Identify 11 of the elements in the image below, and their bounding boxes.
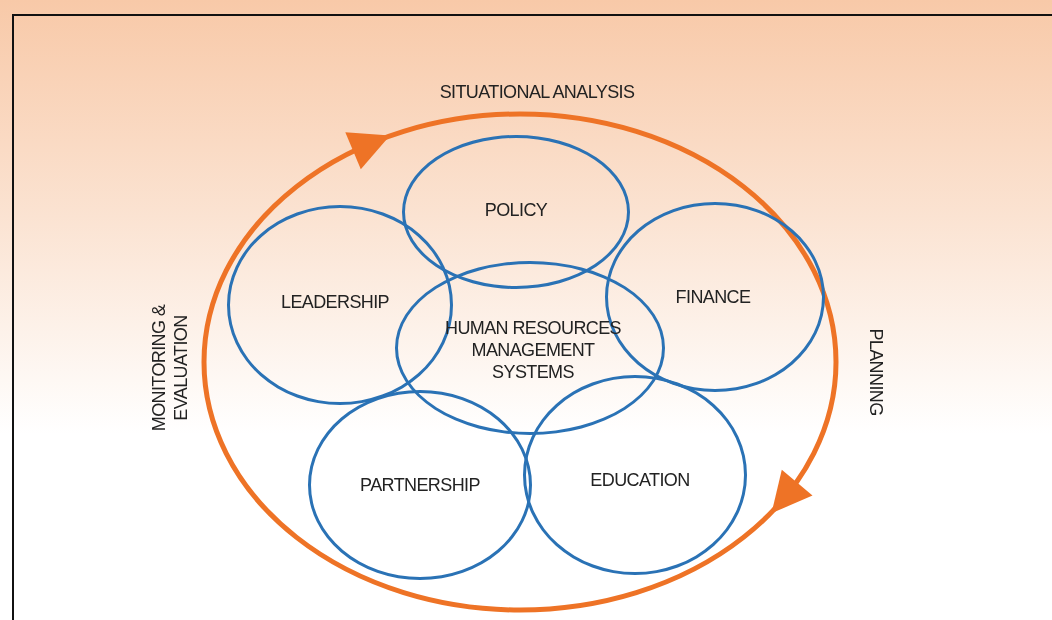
ellipse bbox=[402, 135, 630, 289]
ellipse bbox=[308, 390, 532, 580]
stage-label: PLANNING bbox=[865, 327, 887, 418]
ellipse-label: FINANCE bbox=[674, 286, 752, 308]
stage-label: SITUATIONAL ANALYSIS bbox=[438, 81, 636, 104]
ellipse-label: EDUCATION bbox=[589, 469, 691, 491]
ellipse-label: LEADERSHIP bbox=[279, 291, 390, 313]
ellipse-label: PARTNERSHIP bbox=[359, 474, 481, 496]
stage-label: MONITORING & EVALUATION bbox=[148, 303, 192, 434]
ellipse-label: POLICY bbox=[483, 199, 549, 221]
ellipse bbox=[395, 261, 665, 435]
